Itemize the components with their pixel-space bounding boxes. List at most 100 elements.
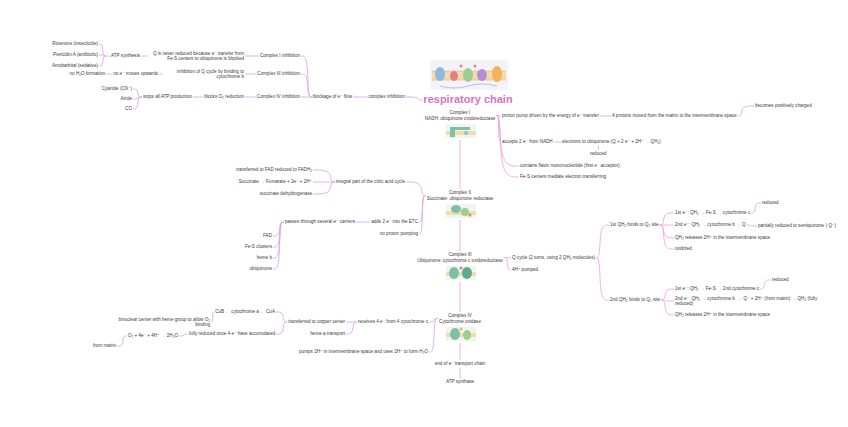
connector (133, 97, 142, 109)
connector (600, 116, 611, 117)
topic-node: reduced (590, 151, 607, 157)
topic-text: complex inhibition (368, 94, 405, 100)
topic-text: reduced (772, 277, 789, 283)
topic-node: Q is never reduced because e⁻ transfer f… (149, 51, 244, 62)
topic-text: inhibition of Q cycle by binding to cyto… (164, 69, 244, 80)
topic-text: adds 2 e⁻ into the ETC (371, 219, 418, 225)
connector (460, 343, 461, 360)
complex-3-illustration (446, 266, 476, 280)
topic-text: Cyanide (CN⁻) (102, 86, 132, 92)
complex-node: Complex IVCytochrome oxidase (439, 313, 481, 342)
connector (193, 97, 203, 98)
connector (106, 74, 112, 75)
topic-node: 1st e⁻: QH₂ → Fe-S → 2nd cytochrome c (675, 286, 759, 292)
topic-node: Amobarbital (sedative) (52, 63, 98, 69)
topic-node: fully reduced once 4 e⁻ have accumulated (189, 331, 275, 337)
subtitle-text: Succinate: ubiquinone reductase (427, 196, 494, 202)
connector (419, 196, 426, 235)
connector (245, 56, 259, 57)
topic-text: 2nd e⁻: QH₂ → cytochrome b → ·Q⁻ + 2H⁺ (… (675, 296, 835, 307)
topic-text: 1st e⁻: QH₂ → Fe-S → cytochrome c (675, 210, 750, 216)
topic-text: Succinate → Fumarate + 2e⁻ + 2H⁺ (239, 179, 312, 185)
topic-text: receives 4 e⁻ from 4 cytochrome c (358, 319, 428, 325)
connector (179, 334, 188, 336)
topic-text: end of e⁻ transport chain (435, 361, 486, 367)
topic-node: 1st e⁻: QH₂ → Fe-S → cytochrome c (675, 210, 750, 216)
topic-node: blockage of e⁻ flow (313, 94, 352, 100)
subtitle-text: Ubiquinone: cytochrome c oxidoreductase (417, 258, 503, 264)
topic-text: ATP synthase (446, 379, 474, 385)
connector (141, 56, 148, 57)
topic-node: no proton pumping (380, 231, 418, 237)
topic-node: heme b (257, 255, 272, 261)
topic-text: contains flavin mononucleotide (first e⁻… (520, 163, 620, 169)
connector (99, 56, 107, 66)
topic-text: no e⁻ moves upwards (113, 71, 158, 77)
connector (406, 97, 422, 100)
connector (301, 74, 312, 97)
topic-node: transferred to FAD reduced to FADH₂ (236, 167, 312, 173)
connector (661, 300, 674, 315)
subtitle-text: NADH: ubiquinone oxidoreductase (425, 116, 495, 122)
topic-text: no proton pumping (380, 231, 418, 237)
topic-text: accepts 2 e⁻ from NADH (502, 139, 553, 145)
topic-node: reduced (772, 277, 789, 283)
topic-text: blocks O₂ reduction (204, 94, 244, 100)
topic-node: proton pump driven by the energy of e⁻ t… (502, 113, 599, 119)
connector (660, 225, 674, 238)
topic-text: CO (125, 106, 132, 112)
topic-text: fully reduced once 4 e⁻ have accumulated (189, 331, 275, 337)
topic-node: Fe-S clusters (245, 244, 272, 250)
connector (133, 89, 142, 97)
topic-node: 4H⁺ pumped (512, 267, 538, 273)
topic-text: oxidized (675, 246, 692, 252)
topic-node: ATP synthase (446, 379, 474, 385)
connector (273, 222, 284, 258)
topic-node: contains flavin mononucleotide (first e⁻… (520, 163, 620, 169)
topic-text: FAD (263, 233, 272, 239)
connector (459, 108, 460, 109)
topic-node: no H₂O formation (70, 71, 106, 77)
topic-node: FAD (263, 233, 272, 239)
topic-text: Rotenone (insecticide) (52, 41, 98, 47)
topic-node: blocks O₂ reduction (204, 94, 244, 100)
connector (459, 220, 460, 251)
topic-text: QH₂ releases 2H⁺ in the intermembrane sp… (675, 235, 770, 241)
topic-text: Q is never reduced because e⁻ transfer f… (149, 51, 244, 62)
connector (211, 312, 214, 322)
topic-text: reduced (590, 151, 607, 157)
connector (660, 225, 674, 249)
topic-node: Fe-S centers mediate electron transferri… (520, 174, 606, 180)
topic-node: CO (125, 106, 132, 112)
connector (596, 225, 609, 258)
topic-node: Succinate → Fumarate + 2e⁻ + 2H⁺ (239, 179, 312, 185)
central-topic: respiratory chain (423, 93, 512, 106)
connector (159, 74, 163, 75)
topic-text: Fe-S clusters (245, 244, 272, 250)
topic-text: CuB ← cytochrome a ← CuA (215, 309, 275, 315)
topic-node: pumps 2H⁺ in intermembrane space and use… (299, 349, 428, 355)
topic-text: Complex IV (439, 313, 481, 319)
topic-text: respiratory chain (423, 93, 512, 106)
topic-node: stops all ATP production (143, 94, 192, 100)
topic-text: Piericidin A (antibiotic) (53, 52, 98, 58)
topic-node: Complex I inhibition (260, 53, 300, 59)
topic-node: ubiquinone (250, 266, 272, 272)
topic-node: Q cycle (2 turns, using 2 QH₂ molecules) (512, 255, 595, 261)
topic-node: oxidized (675, 246, 692, 252)
topic-text: proton pump driven by the energy of e⁻ t… (502, 113, 599, 119)
topic-node: becomes positively charged (755, 103, 812, 109)
connector (313, 182, 335, 183)
connector (245, 74, 256, 75)
connector (460, 282, 461, 312)
connector (301, 56, 312, 97)
connector (353, 97, 367, 98)
topic-node: Azide (121, 96, 133, 102)
topic-text: Complex I inhibition (260, 53, 300, 59)
topic-text: Complex IV inhibition (257, 94, 300, 100)
topic-node: end of e⁻ transport chain (435, 361, 486, 367)
connector (598, 146, 599, 151)
topic-node: Complex III inhibition (257, 71, 300, 77)
connector (245, 97, 256, 98)
topic-text: from matrix (93, 343, 116, 349)
